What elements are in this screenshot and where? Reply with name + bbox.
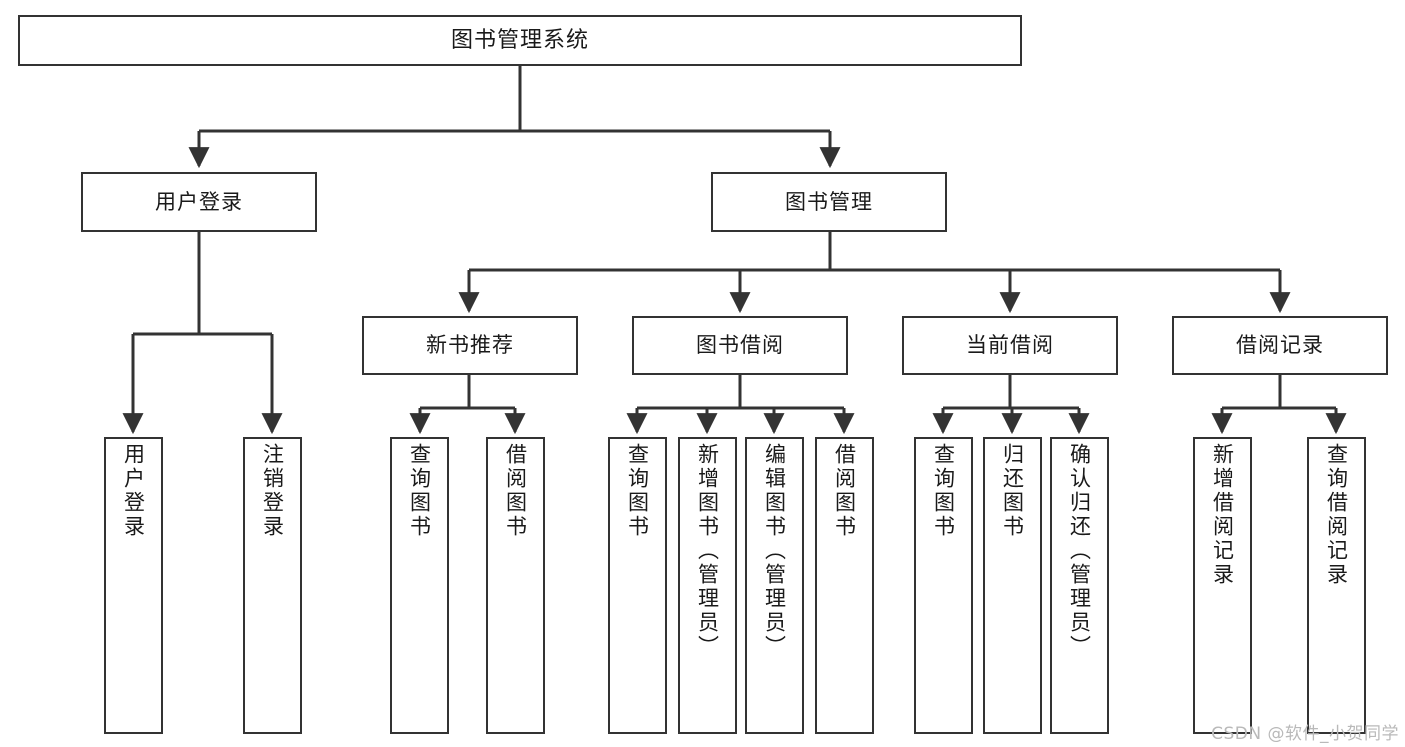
watermark: CSDN @软件_小贺同学 xyxy=(1211,724,1399,744)
node-book-borrow[interactable]: 图书借阅 xyxy=(632,316,848,375)
node-borrow-record[interactable]: 借阅记录 xyxy=(1172,316,1388,375)
node-leaf-query-record[interactable]: 查询借阅记录 xyxy=(1307,437,1366,734)
node-new-book-recommend-label: 新书推荐 xyxy=(426,333,514,358)
node-leaf-borrow-book-1-label: 借阅图书 xyxy=(503,443,528,539)
node-leaf-query-book-2[interactable]: 查询图书 xyxy=(608,437,667,734)
node-leaf-return-book[interactable]: 归还图书 xyxy=(983,437,1042,734)
node-leaf-logout[interactable]: 注销登录 xyxy=(243,437,302,734)
node-leaf-query-book-1[interactable]: 查询图书 xyxy=(390,437,449,734)
node-root-label: 图书管理系统 xyxy=(450,27,589,53)
node-leaf-add-book[interactable]: 新增图书（管理员） xyxy=(678,437,737,734)
node-leaf-confirm-return-label: 确认归还（管理员） xyxy=(1067,443,1092,659)
node-leaf-return-book-label: 归还图书 xyxy=(1000,443,1025,539)
node-current-borrow[interactable]: 当前借阅 xyxy=(902,316,1118,375)
node-leaf-add-record[interactable]: 新增借阅记录 xyxy=(1193,437,1252,734)
node-leaf-logout-label: 注销登录 xyxy=(260,443,285,539)
node-book-borrow-label: 图书借阅 xyxy=(696,333,784,358)
node-leaf-add-record-label: 新增借阅记录 xyxy=(1210,443,1235,587)
node-user-login[interactable]: 用户登录 xyxy=(81,172,317,232)
node-leaf-borrow-book-2[interactable]: 借阅图书 xyxy=(815,437,874,734)
node-user-login-label: 用户登录 xyxy=(155,189,243,214)
node-leaf-edit-book[interactable]: 编辑图书（管理员） xyxy=(745,437,804,734)
node-new-book-recommend[interactable]: 新书推荐 xyxy=(362,316,578,375)
node-leaf-edit-book-label: 编辑图书（管理员） xyxy=(762,443,787,659)
node-leaf-borrow-book-1[interactable]: 借阅图书 xyxy=(486,437,545,734)
node-book-management[interactable]: 图书管理 xyxy=(711,172,947,232)
node-leaf-add-book-label: 新增图书（管理员） xyxy=(695,443,720,659)
node-leaf-user-login-label: 用户登录 xyxy=(121,443,146,539)
node-borrow-record-label: 借阅记录 xyxy=(1236,333,1324,358)
node-root[interactable]: 图书管理系统 xyxy=(18,15,1022,66)
node-leaf-user-login[interactable]: 用户登录 xyxy=(104,437,163,734)
node-leaf-query-book-1-label: 查询图书 xyxy=(407,443,432,539)
node-book-management-label: 图书管理 xyxy=(785,189,873,214)
node-leaf-query-book-3-label: 查询图书 xyxy=(931,443,956,539)
node-leaf-query-book-2-label: 查询图书 xyxy=(625,443,650,539)
node-leaf-borrow-book-2-label: 借阅图书 xyxy=(832,443,857,539)
node-leaf-query-book-3[interactable]: 查询图书 xyxy=(914,437,973,734)
node-leaf-query-record-label: 查询借阅记录 xyxy=(1324,443,1349,587)
node-leaf-confirm-return[interactable]: 确认归还（管理员） xyxy=(1050,437,1109,734)
node-current-borrow-label: 当前借阅 xyxy=(966,333,1054,358)
